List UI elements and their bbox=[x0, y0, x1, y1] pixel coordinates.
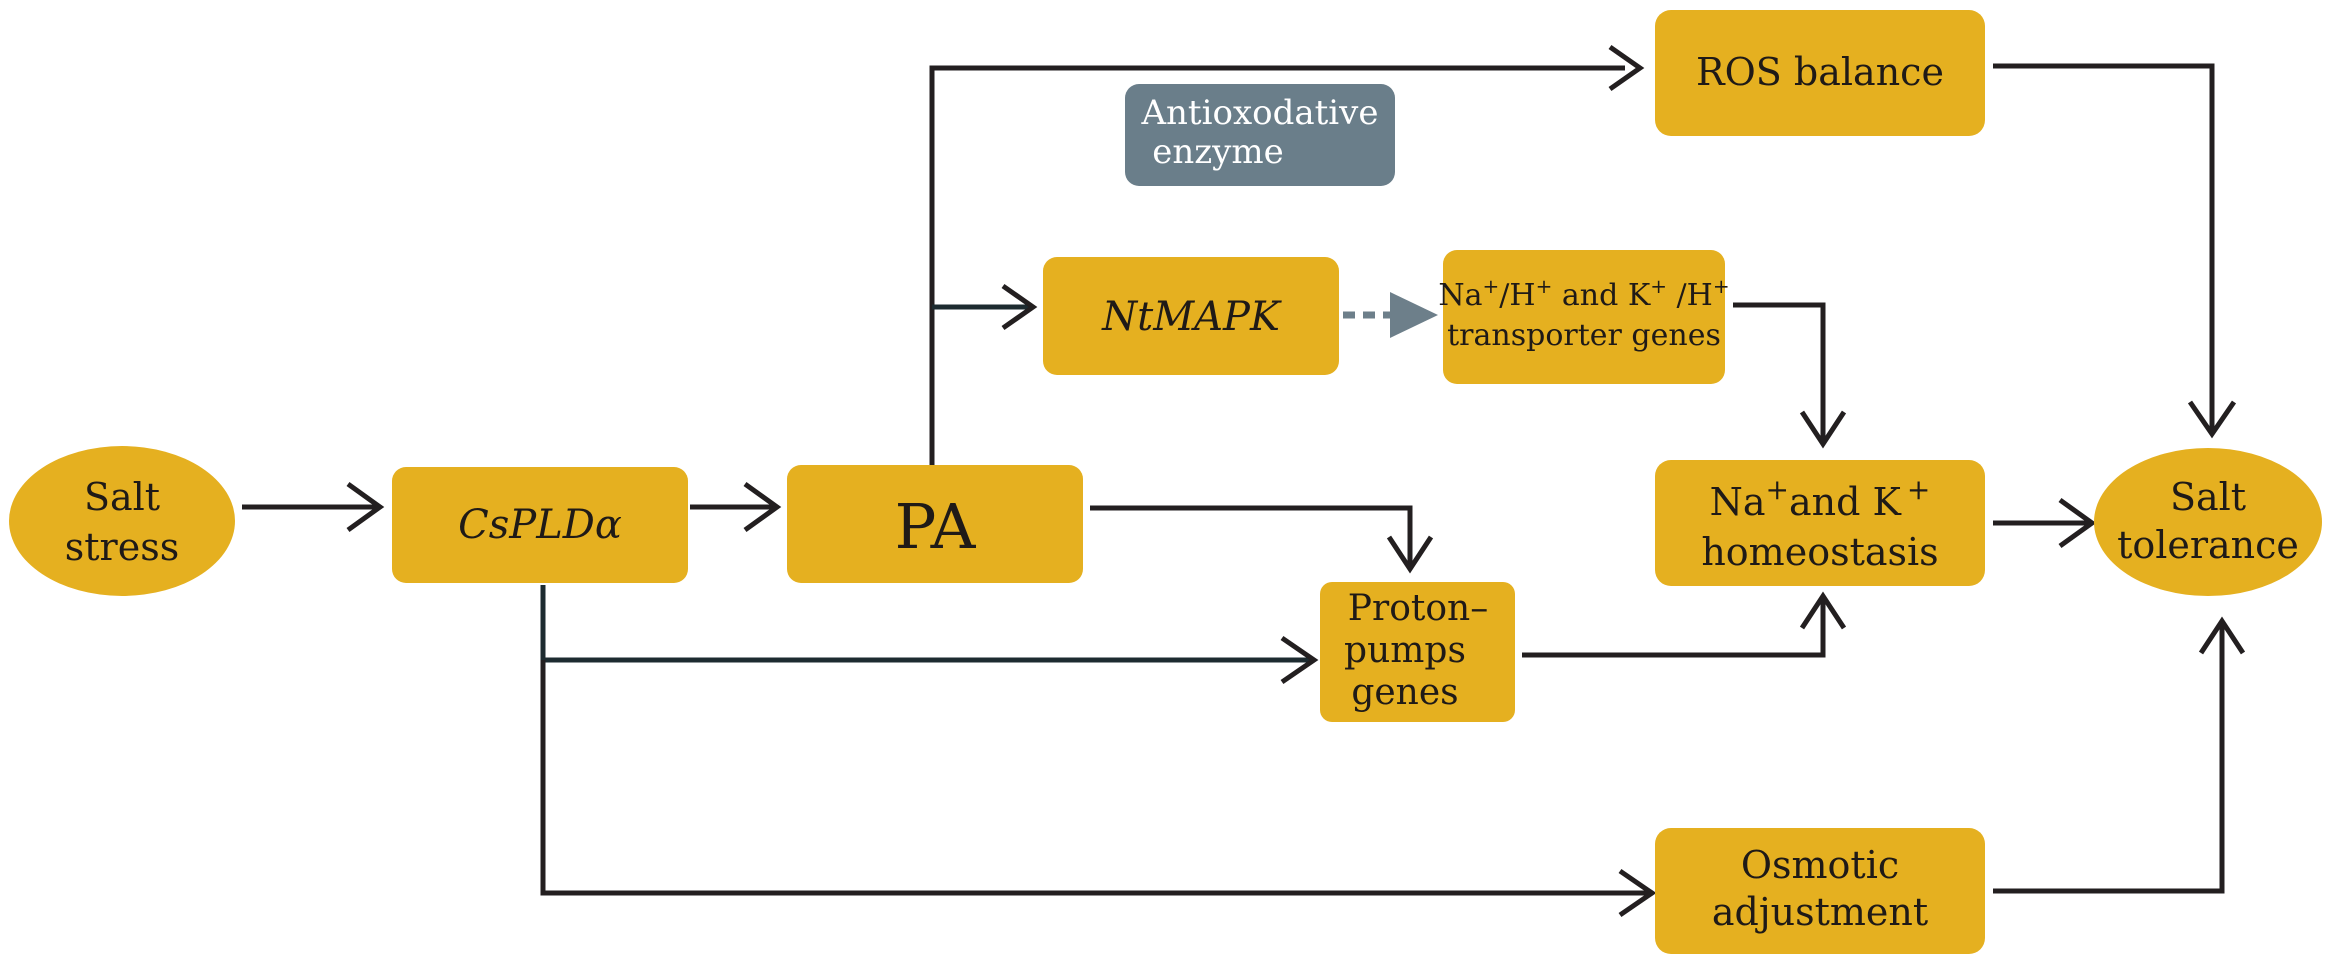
node-transporter-genes: Na+/H+ and K+ /H+ transporter genes bbox=[1438, 250, 1730, 384]
edge-pa-to-proton-pumps bbox=[1090, 505, 1434, 574]
homeo-andk: and K bbox=[1789, 480, 1902, 524]
antiox-line1: Antioxodative bbox=[1140, 93, 1378, 133]
edge-cspld-to-pa bbox=[690, 481, 782, 533]
edge-homeostasis-to-salt-tolerance bbox=[1993, 497, 2097, 549]
osmotic-line1: Osmotic bbox=[1741, 843, 1899, 887]
transporter-line2: transporter genes bbox=[1447, 318, 1721, 353]
transporter-h1: /H bbox=[1499, 278, 1535, 313]
edge-cspld-to-proton-pumps bbox=[540, 585, 1319, 685]
edge-cspld-to-osmotic bbox=[540, 660, 1657, 918]
proton-line3: genes bbox=[1351, 672, 1458, 713]
salt-tolerance-line2: tolerance bbox=[2117, 523, 2299, 567]
ros-balance-label: ROS balance bbox=[1696, 50, 1944, 94]
edge-ros-to-salt-tolerance bbox=[1993, 63, 2237, 439]
osmotic-line2: adjustment bbox=[1712, 890, 1928, 934]
node-osmotic-adjustment: Osmotic adjustment bbox=[1655, 828, 1985, 954]
edge-salt-stress-to-cspld bbox=[242, 481, 385, 533]
salt-stress-line1: Salt bbox=[84, 475, 160, 519]
node-cspld-alpha: CsPLDα bbox=[392, 467, 688, 583]
transporter-line1: Na+/H+ and K+ /H+ bbox=[1438, 274, 1729, 313]
antiox-line2: enzyme bbox=[1152, 132, 1284, 172]
transporter-plus4: + bbox=[1713, 274, 1730, 298]
node-ros-balance: ROS balance bbox=[1655, 10, 1985, 136]
node-pa: PA bbox=[787, 465, 1083, 583]
transporter-plus2: + bbox=[1536, 274, 1553, 298]
transporter-andk: and K bbox=[1552, 278, 1650, 313]
salt-stress-line2: stress bbox=[65, 525, 179, 569]
node-na-k-homeostasis: Na+and K+ homeostasis bbox=[1655, 460, 1985, 586]
homeo-plus1: + bbox=[1766, 473, 1789, 506]
homeo-plus2: + bbox=[1907, 473, 1930, 506]
homeostasis-line1: Na+and K+ bbox=[1710, 473, 1931, 524]
homeostasis-line2: homeostasis bbox=[1701, 530, 1938, 574]
transporter-plus3: + bbox=[1650, 274, 1667, 298]
node-salt-stress: Salt stress bbox=[9, 446, 235, 596]
node-proton-pumps-genes: Proton– pumps genes bbox=[1320, 582, 1515, 722]
edge-pa-to-ros-balance bbox=[929, 44, 1645, 465]
transporter-na: Na bbox=[1438, 278, 1482, 313]
edge-ntmapk-to-transporter-dashed bbox=[1343, 292, 1438, 338]
dashed-arrowhead bbox=[1390, 292, 1438, 338]
edge-pa-to-ntmapk bbox=[932, 283, 1038, 331]
edge-transporter-to-homeostasis bbox=[1733, 302, 1847, 449]
proton-line2: pumps bbox=[1344, 630, 1466, 671]
ntmapk-label: NtMAPK bbox=[1101, 294, 1282, 340]
proton-line1: Proton– bbox=[1348, 588, 1488, 629]
edge-osmotic-to-salt-tolerance bbox=[1993, 616, 2246, 894]
cspld-label: CsPLDα bbox=[458, 502, 622, 548]
salt-tolerance-line1: Salt bbox=[2170, 475, 2246, 519]
transporter-plus1: + bbox=[1483, 274, 1500, 298]
node-salt-tolerance: Salt tolerance bbox=[2094, 448, 2322, 596]
label-antioxodative-enzyme: Antioxodative enzyme bbox=[1125, 84, 1395, 186]
homeo-na: Na bbox=[1710, 480, 1766, 524]
node-ntmapk: NtMAPK bbox=[1043, 257, 1339, 375]
transporter-h2: /H bbox=[1667, 278, 1713, 313]
edge-proton-pumps-to-homeostasis bbox=[1522, 591, 1847, 658]
pa-label: PA bbox=[895, 490, 977, 563]
